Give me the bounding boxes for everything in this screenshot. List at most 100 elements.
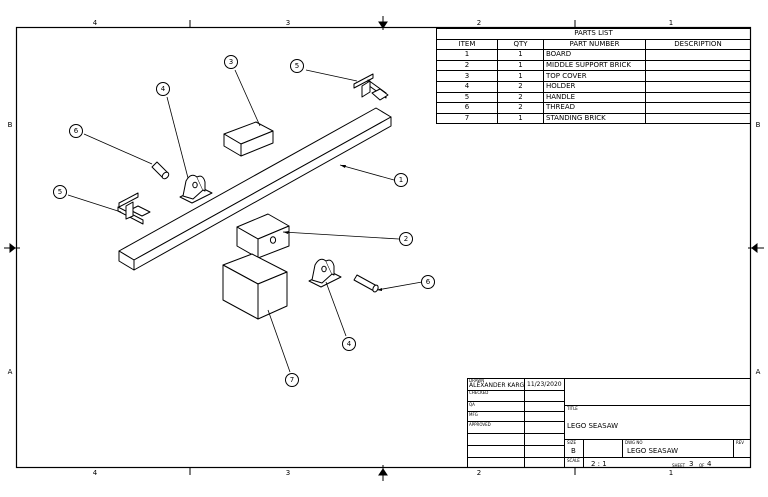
size-label: SIZE bbox=[567, 440, 576, 445]
item-balloon: 5 bbox=[290, 59, 304, 73]
zone-label-bottom: 2 bbox=[476, 469, 482, 477]
holder-part-lower bbox=[308, 258, 342, 288]
parts-list-title: PARTS LIST bbox=[436, 28, 751, 40]
title-block-rule bbox=[467, 411, 565, 412]
mfg-label: MFG bbox=[469, 412, 478, 417]
parts-list-part-number-cell: HOLDER bbox=[543, 80, 646, 93]
title-block-rule bbox=[467, 390, 565, 391]
item-balloon: 4 bbox=[156, 82, 170, 96]
zone-label-bottom: 1 bbox=[668, 469, 674, 477]
sheet-total: 4 bbox=[707, 460, 712, 468]
top-cover-part bbox=[223, 121, 274, 157]
item-balloon: 2 bbox=[399, 232, 413, 246]
middle-support-brick-part bbox=[236, 213, 290, 259]
drawn-label: DRAWN bbox=[469, 378, 485, 383]
title-block-rule bbox=[467, 457, 565, 458]
title-block-frame bbox=[467, 378, 751, 468]
parts-list-qty-cell: 2 bbox=[497, 80, 544, 93]
title-block-rule bbox=[622, 439, 623, 457]
holder-part-upper bbox=[179, 174, 213, 204]
parts-list-description-cell bbox=[645, 49, 751, 61]
title-block-rule bbox=[467, 401, 565, 402]
title-block-rule bbox=[467, 421, 565, 422]
title-block-rule bbox=[733, 439, 734, 457]
item-balloon: 7 bbox=[285, 373, 299, 387]
title-block-divider bbox=[467, 378, 525, 468]
parts-list-header: PART NUMBER bbox=[543, 38, 646, 51]
centering-marks bbox=[4, 16, 764, 481]
parts-list-header: DESCRIPTION bbox=[645, 38, 751, 51]
parts-list-qty-cell: 1 bbox=[497, 49, 544, 61]
item-balloon: 5 bbox=[53, 185, 67, 199]
parts-list-qty-cell: 2 bbox=[497, 102, 544, 114]
title-block-rule bbox=[565, 457, 751, 458]
parts-list-item-cell: 4 bbox=[436, 80, 498, 93]
board-part bbox=[118, 107, 392, 271]
zone-label-top: 3 bbox=[285, 19, 291, 27]
zone-label-top: 2 bbox=[476, 19, 482, 27]
sheet-number: 3 bbox=[689, 460, 694, 468]
handle-part-upper bbox=[353, 73, 389, 101]
parts-list-qty-cell: 2 bbox=[497, 91, 544, 104]
title-block-divider bbox=[525, 378, 565, 468]
dwg-no-label: DWG NO bbox=[625, 440, 643, 445]
parts-list-part-number-cell: BOARD bbox=[543, 49, 646, 61]
parts-list-part-number-cell: MIDDLE SUPPORT BRICK bbox=[543, 59, 646, 72]
parts-list-item-cell: 2 bbox=[436, 59, 498, 72]
scale-value: 2 : 1 bbox=[591, 460, 607, 468]
scale-label: SCALE bbox=[567, 458, 580, 463]
parts-list-item-cell: 7 bbox=[436, 112, 498, 125]
zone-label-top: 4 bbox=[92, 19, 98, 27]
handle-part-lower bbox=[117, 192, 151, 225]
thread-part-upper bbox=[151, 161, 170, 180]
zone-label-right: A bbox=[755, 368, 761, 376]
of-label: OF bbox=[699, 463, 705, 468]
parts-list-description-cell bbox=[645, 112, 751, 125]
parts-list-part-number-cell: TOP COVER bbox=[543, 70, 646, 82]
parts-list-part-number-cell: STANDING BRICK bbox=[543, 112, 646, 125]
item-balloon: 3 bbox=[224, 55, 238, 69]
item-balloon: 6 bbox=[69, 124, 83, 138]
zone-label-left: B bbox=[7, 121, 13, 129]
standing-brick-part bbox=[222, 253, 288, 320]
parts-list-qty-cell: 1 bbox=[497, 112, 544, 125]
title-block-rule bbox=[467, 433, 565, 434]
leader-lines bbox=[67, 69, 423, 373]
drawn-date: 11/23/2020 bbox=[527, 381, 562, 388]
thread-part-lower bbox=[353, 274, 379, 293]
title-block-rule bbox=[583, 439, 584, 468]
item-balloon: 4 bbox=[342, 337, 356, 351]
parts-list-qty-cell: 1 bbox=[497, 70, 544, 82]
parts-list-qty-cell: 1 bbox=[497, 59, 544, 72]
sheet-label: SHEET bbox=[672, 463, 686, 468]
parts-list-item-cell: 3 bbox=[436, 70, 498, 82]
zone-label-top: 1 bbox=[668, 19, 674, 27]
parts-list-part-number-cell: HANDLE bbox=[543, 91, 646, 104]
parts-list-header: ITEM bbox=[436, 38, 498, 51]
parts-list-header: QTY bbox=[497, 38, 544, 51]
title-block-rule bbox=[565, 439, 751, 440]
parts-list-description-cell bbox=[645, 91, 751, 104]
sheet-size: B bbox=[571, 447, 576, 455]
rev-label: REV bbox=[736, 440, 745, 445]
zone-label-left: A bbox=[7, 368, 13, 376]
leader-arrowheads bbox=[283, 165, 382, 291]
zone-label-right: B bbox=[755, 121, 761, 129]
title-block-rule bbox=[565, 405, 751, 406]
approved-label: APPROVED bbox=[469, 422, 491, 427]
qa-label: QA bbox=[469, 402, 475, 407]
parts-list-item-cell: 5 bbox=[436, 91, 498, 104]
item-balloon: 6 bbox=[421, 275, 435, 289]
title-block-rule bbox=[467, 445, 565, 446]
zone-label-bottom: 3 bbox=[285, 469, 291, 477]
drawn-by: ALEXANDER KARG bbox=[469, 382, 525, 389]
parts-list-description-cell bbox=[645, 102, 751, 114]
